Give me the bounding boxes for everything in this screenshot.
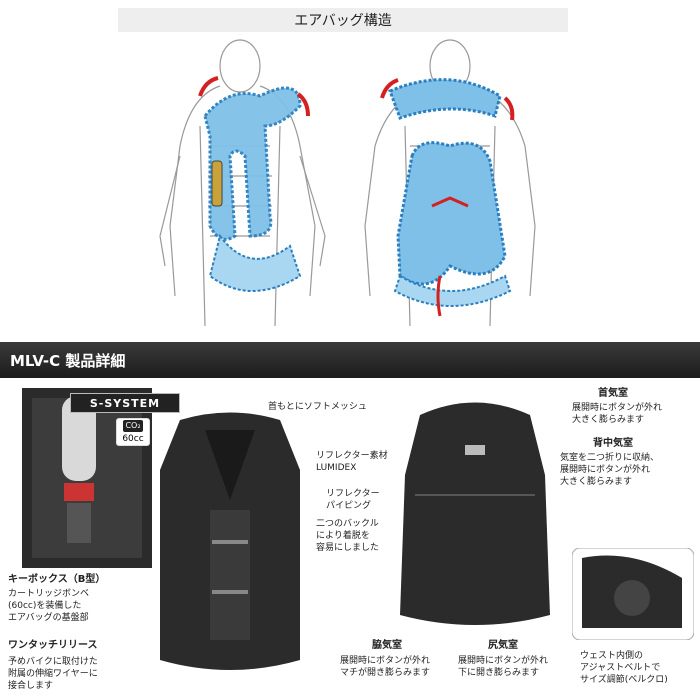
co2-badge: CO₂ 60cc: [116, 418, 150, 446]
label-back-chamber-title: 背中気室: [593, 438, 633, 449]
label-reflector-piping: リフレクター パイピング: [326, 489, 380, 511]
co2-label: CO₂: [123, 420, 143, 432]
label-side-chamber-title: 脇気室: [372, 640, 402, 651]
label-waist-belt: ウェスト内側の アジャストベルトで サイズ調節(ベルクロ): [580, 651, 668, 685]
airbag-structure-title: エアバッグ構造: [118, 8, 568, 32]
back-airbag-neck: [388, 78, 502, 120]
label-hip-chamber-desc: 展開時にボタンが外れ 下に開き膨らみます: [458, 656, 549, 678]
label-side-chamber-desc: 展開時にボタンが外れ マチが開き膨らみます: [340, 656, 431, 678]
airbag-structure-diagram: [159, 39, 536, 327]
vest-front-photo: [160, 412, 300, 670]
label-hip-chamber-title: 尻気室: [488, 640, 518, 651]
label-buckles: 二つのバックル により着脱を 容易にしました: [316, 519, 380, 553]
s-system-badge: S-SYSTEM: [70, 393, 180, 413]
back-airbag-body: [396, 141, 507, 286]
product-detail-header: MLV-C 製品詳細: [0, 342, 700, 378]
gas-cartridge: [211, 160, 223, 207]
front-airbag: [203, 86, 302, 241]
label-back-chamber-desc: 気室を二つ折りに収納、 展開時にボタンが外れ 大きく膨らみます: [560, 453, 660, 487]
label-keybox-title: キーボックス（B型）: [8, 574, 106, 585]
vest-back-photo: [400, 402, 550, 625]
label-neck-chamber-title: 首気室: [598, 388, 628, 399]
label-neck-mesh: 首もとにソフトメッシュ: [268, 402, 367, 412]
label-keybox-desc: カートリッジボンベ (60cc)を装備した エアバッグの基盤部: [8, 589, 90, 623]
waist-belt-photo: [572, 548, 694, 640]
label-onetouch-title: ワンタッチリリース: [8, 640, 98, 651]
label-onetouch-desc: 予めバイクに取付けた 附属の伸縮ワイヤーに 接合します: [8, 657, 98, 691]
label-neck-chamber-desc: 展開時にボタンが外れ 大きく膨らみます: [572, 403, 663, 425]
co2-volume: 60cc: [122, 434, 144, 444]
product-detail-title: MLV-C 製品詳細: [10, 351, 126, 370]
label-reflector-material: リフレクター素材 LUMIDEX: [316, 451, 388, 473]
keybox-photo: [22, 388, 152, 568]
